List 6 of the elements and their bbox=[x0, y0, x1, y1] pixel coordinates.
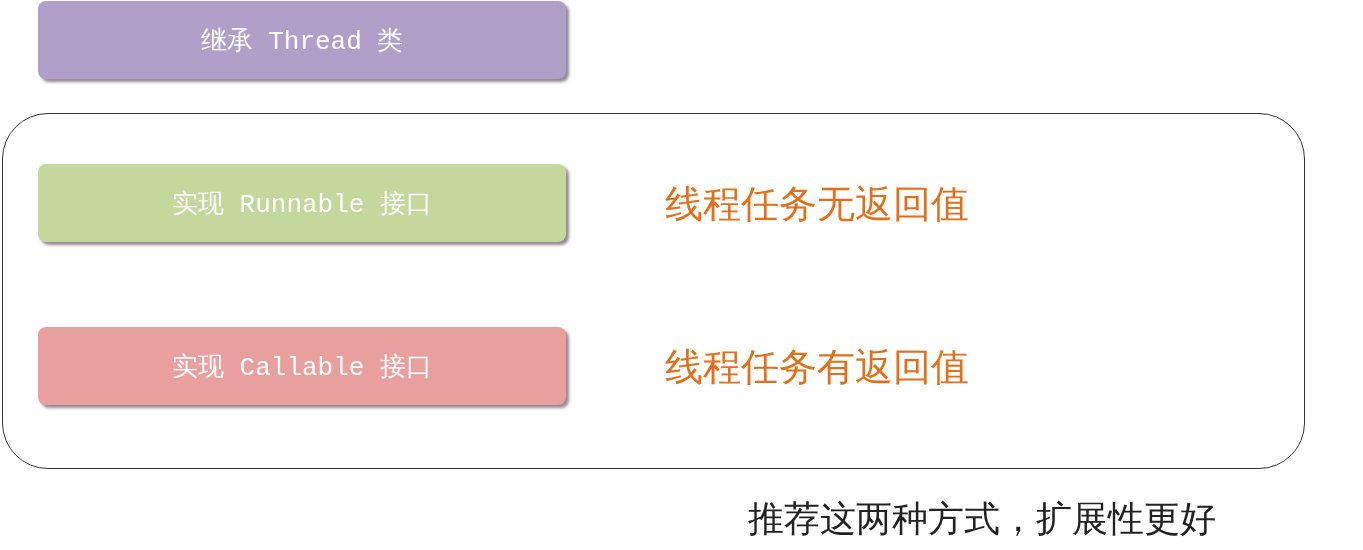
caption-text: 推荐这两种方式，扩展性更好 bbox=[748, 497, 1216, 541]
note-text: 线程任务无返回值 bbox=[665, 181, 969, 228]
label-bar: 继承 Thread 类 bbox=[38, 1, 566, 79]
note-text: 线程任务有返回值 bbox=[665, 344, 969, 391]
label-bar: 实现 Callable 接口 bbox=[38, 327, 566, 405]
label-bar: 实现 Runnable 接口 bbox=[38, 164, 566, 242]
